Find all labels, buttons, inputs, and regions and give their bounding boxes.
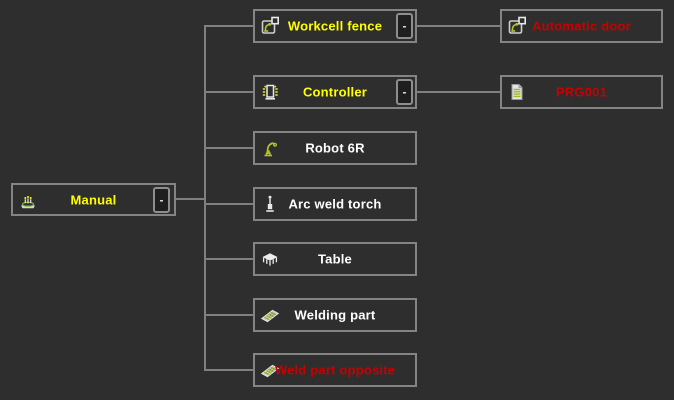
tree-node-table[interactable]: Table bbox=[253, 242, 417, 276]
tree-node-welding-part[interactable]: Welding part bbox=[253, 298, 417, 332]
torch-icon bbox=[260, 194, 280, 214]
table-icon bbox=[260, 249, 280, 269]
branch-line-automatic-door bbox=[417, 25, 500, 27]
controller-icon bbox=[260, 82, 280, 102]
node-label: Robot 6R bbox=[305, 140, 365, 156]
node-label: Table bbox=[318, 251, 352, 267]
node-label: Weld part opposite bbox=[274, 362, 396, 378]
branch-line-table bbox=[206, 258, 253, 260]
root-connector-line bbox=[176, 198, 204, 200]
tree-node-weld-part-opposite[interactable]: Weld part opposite bbox=[253, 353, 417, 387]
node-label: Manual bbox=[70, 192, 117, 207]
node-label: PRG001 bbox=[555, 84, 608, 100]
node-label: Controller bbox=[302, 84, 368, 100]
tree-node-prg001[interactable]: PRG001 bbox=[500, 75, 663, 109]
tree-node-arc-weld-torch[interactable]: Arc weld torch bbox=[253, 187, 417, 221]
workstation-icon bbox=[18, 190, 38, 210]
branch-line-controller bbox=[206, 91, 253, 93]
branch-line-prg001 bbox=[417, 91, 500, 93]
robot-arm-icon bbox=[260, 138, 280, 158]
collapse-button-manual[interactable]: - bbox=[153, 186, 170, 213]
node-label: Automatic door bbox=[532, 18, 631, 34]
workcell-icon bbox=[260, 16, 280, 36]
tree-node-robot-6r[interactable]: Robot 6R bbox=[253, 131, 417, 165]
node-label: Welding part bbox=[294, 307, 376, 323]
tree-node-manual[interactable]: Manual - bbox=[11, 183, 176, 216]
program-icon bbox=[507, 82, 527, 102]
trunk-connector-line bbox=[204, 25, 206, 371]
node-label: Arc weld torch bbox=[288, 196, 382, 212]
workcell-icon bbox=[507, 16, 527, 36]
part-icon bbox=[260, 305, 280, 325]
node-label: Workcell fence bbox=[287, 18, 383, 34]
branch-line-welding-part bbox=[206, 314, 253, 316]
collapse-button-controller[interactable]: - bbox=[396, 79, 413, 105]
tree-node-automatic-door[interactable]: Automatic door bbox=[500, 9, 663, 43]
branch-line-robot bbox=[206, 147, 253, 149]
part-icon bbox=[260, 360, 280, 380]
collapse-button-workcell-fence[interactable]: - bbox=[396, 13, 413, 39]
tree-node-workcell-fence[interactable]: Workcell fence - bbox=[253, 9, 417, 43]
branch-line-workcell-fence bbox=[206, 25, 253, 27]
branch-line-weld-part-opposite bbox=[206, 369, 253, 371]
branch-line-torch bbox=[206, 203, 253, 205]
tree-node-controller[interactable]: Controller - bbox=[253, 75, 417, 109]
